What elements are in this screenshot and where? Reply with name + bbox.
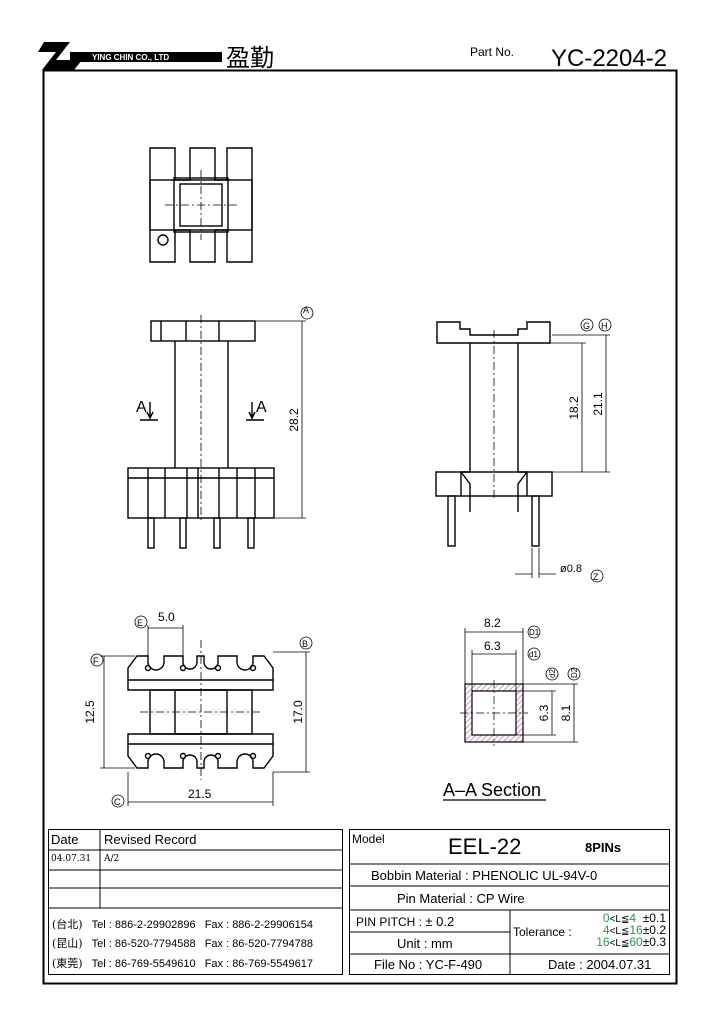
dim-21-5-text: 21.5 [188, 787, 212, 801]
unit-value: mm [430, 936, 453, 951]
dim-bottom [90, 615, 313, 808]
side-view [435, 321, 553, 547]
contact-city: (昆山) [52, 937, 83, 950]
unit-row: Unit : mm [397, 937, 453, 950]
file-no-value: YC-F-490 [425, 957, 483, 972]
bottom-view [127, 640, 274, 780]
revision-table-lines [48, 829, 343, 975]
ref-d1-upper-label: D1 [529, 628, 540, 637]
dim-6-3-top-text: 6.3 [484, 639, 501, 653]
ref-c-label: C [114, 797, 121, 807]
section-mark-left: A [136, 399, 147, 416]
tolerance-row: 16<L≦60±0.3 [596, 935, 666, 949]
ref-e-label: E [137, 618, 143, 628]
bobbin-material-value: PHENOLIC UL-94V-0 [472, 868, 598, 883]
contact-tel: Tel : 86-520-7794588 [91, 938, 196, 950]
contact-city: (台北) [52, 918, 83, 931]
tolerance-table: 0<L≦4 ±0.1 4<L≦16±0.2 16<L≦60±0.3 [580, 911, 666, 949]
bobbin-material-row: Bobbin Material : PHENOLIC UL-94V-0 [371, 869, 597, 882]
pin-material-value: CP Wire [476, 891, 525, 906]
dim-28-2 [255, 306, 314, 519]
contact-city: (東莞) [52, 957, 83, 970]
pin-material-label: Pin Material : [397, 891, 473, 906]
contact-fax: Fax : 886-2-29906154 [204, 919, 313, 931]
model-label: Model [352, 832, 385, 846]
dim-17-0-text: 17.0 [291, 700, 305, 724]
file-no-row: File No : YC-F-490 [374, 958, 482, 971]
dim-28-2-text: 28.2 [287, 408, 301, 432]
tolerance-row: 0<L≦4 ±0.1 [602, 911, 666, 925]
ref-d2-upper-label: D2 [570, 667, 579, 678]
dim-18-2-text: 18.2 [567, 396, 581, 420]
date-row: Date : 2004.07.31 [548, 958, 651, 971]
ref-b-label: B [302, 639, 308, 649]
ref-d2-lower-label: d2 [548, 669, 557, 678]
revision-row-date: 04.07.31 [51, 854, 92, 864]
dim-12-5-text: 12.5 [83, 700, 97, 724]
spec-table-lines [349, 829, 670, 975]
part-no-label: Part No. [470, 45, 514, 59]
pin-pitch-label: PIN PITCH : [356, 915, 423, 929]
company-name-en: YING CHIN CO., LTD [92, 53, 169, 62]
tolerance-row: 4<L≦16±0.2 [602, 923, 666, 937]
section-mark-right: A [256, 399, 267, 416]
dim-section [464, 625, 581, 743]
dim-6-3-side-text: 6.3 [537, 704, 551, 721]
contact-tel: Tel : 886-2-29902896 [91, 919, 196, 931]
pin-material-row: Pin Material : CP Wire [397, 892, 525, 905]
date-value: 2004.07.31 [586, 957, 652, 972]
model-value: EEL-22 [448, 834, 522, 859]
pin-count: 8PINs [585, 840, 622, 855]
dim-pin-text: ø0.8 [560, 563, 582, 575]
date-label: Date : [548, 957, 583, 972]
company-logo: YING CHIN CO., LTD 盈勤 [38, 42, 274, 72]
pin-pitch-row: PIN PITCH : ± 0.2 [356, 915, 454, 928]
dim-8-2-text: 8.2 [484, 616, 501, 630]
contact-row-kunshan: (昆山) Tel : 86-520-7794588 Fax : 86-520-7… [52, 938, 313, 950]
ref-a-label: A [303, 305, 309, 315]
revision-date-header: Date [51, 832, 79, 847]
top-view [149, 147, 253, 263]
pin-pitch-value: ± 0.2 [425, 914, 455, 929]
border-frame [42, 69, 678, 985]
ref-f-label: F [93, 656, 99, 666]
dim-21-1-text: 21.1 [591, 392, 605, 416]
dim-side [515, 318, 612, 583]
contact-row-taipei: (台北) Tel : 886-2-29902896 Fax : 886-2-29… [52, 919, 313, 931]
revision-record-header: Revised Record [104, 832, 197, 847]
ref-d1-lower-label: d1 [529, 650, 538, 659]
contact-tel: Tel : 86-769-5549610 [91, 958, 196, 970]
section-title: A–A Section [443, 780, 541, 800]
ref-z-label: Z [593, 572, 599, 582]
ref-g-label: G [583, 321, 590, 331]
dim-8-1-text: 8.1 [559, 704, 573, 721]
bobbin-material-label: Bobbin Material : [371, 868, 469, 883]
front-view [127, 315, 275, 549]
file-no-label: File No : [374, 957, 423, 972]
section-view [460, 680, 528, 746]
ref-h-label: H [601, 321, 608, 331]
tolerance-label: Tolerance : [513, 925, 572, 939]
contact-row-dongguan: (東莞) Tel : 86-769-5549610 Fax : 86-769-5… [52, 958, 313, 970]
part-no-value: YC-2204-2 [551, 45, 667, 72]
contact-fax: Fax : 86-520-7794788 [204, 938, 313, 950]
revision-row-record: A/2 [104, 854, 120, 864]
contact-fax: Fax : 86-769-5549617 [204, 958, 313, 970]
dim-5-0-text: 5.0 [158, 610, 175, 624]
unit-label: Unit : [397, 936, 428, 951]
company-name-zh: 盈勤 [226, 44, 274, 72]
